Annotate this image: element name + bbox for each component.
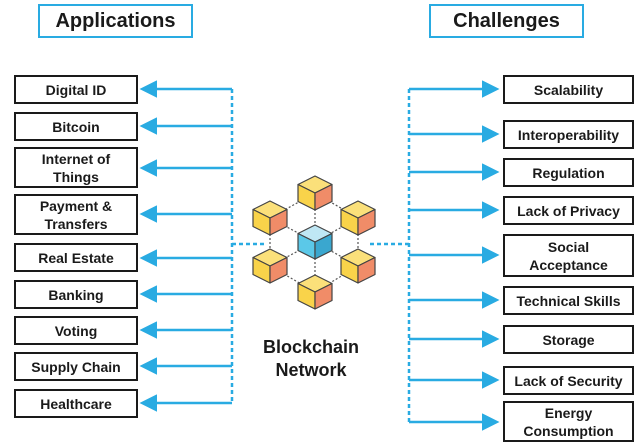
app-voting: Voting [14, 316, 138, 345]
app-banking: Banking [14, 280, 138, 309]
cube-lower-right [340, 248, 376, 284]
cube-center [297, 224, 333, 260]
app-healthcare: Healthcare [14, 389, 138, 418]
challenge-lack-of-privacy: Lack of Privacy [503, 196, 634, 225]
cube-upper-left [252, 200, 288, 236]
challenge-technical-skills: Technical Skills [503, 286, 634, 315]
challenge-lack-of-security: Lack of Security [503, 366, 634, 395]
challenge-social-acceptance: Social Acceptance [503, 234, 634, 277]
blockchain-network-graphic [252, 175, 376, 310]
app-supply-chain: Supply Chain [14, 352, 138, 381]
right-arrows [409, 80, 500, 431]
cube-top [297, 175, 333, 211]
app-internet-of-things: Internet of Things [14, 147, 138, 188]
cube-lower-left [252, 248, 288, 284]
challenge-energy-consumption: Energy Consumption [503, 401, 634, 442]
blockchain-network-label: Blockchain Network [262, 337, 360, 380]
app-payment-transfers: Payment & Transfers [14, 194, 138, 235]
challenge-interoperability: Interoperability [503, 120, 634, 149]
challenge-regulation: Regulation [503, 158, 634, 187]
cube-upper-right [340, 200, 376, 236]
applications-header: Applications [38, 4, 193, 38]
app-real-estate: Real Estate [14, 243, 138, 272]
challenge-storage: Storage [503, 325, 634, 354]
app-digital-id: Digital ID [14, 75, 138, 104]
challenge-scalability: Scalability [503, 75, 634, 104]
app-bitcoin: Bitcoin [14, 112, 138, 141]
challenges-header: Challenges [429, 4, 584, 38]
left-arrows [139, 80, 232, 412]
cube-bottom [297, 274, 333, 310]
